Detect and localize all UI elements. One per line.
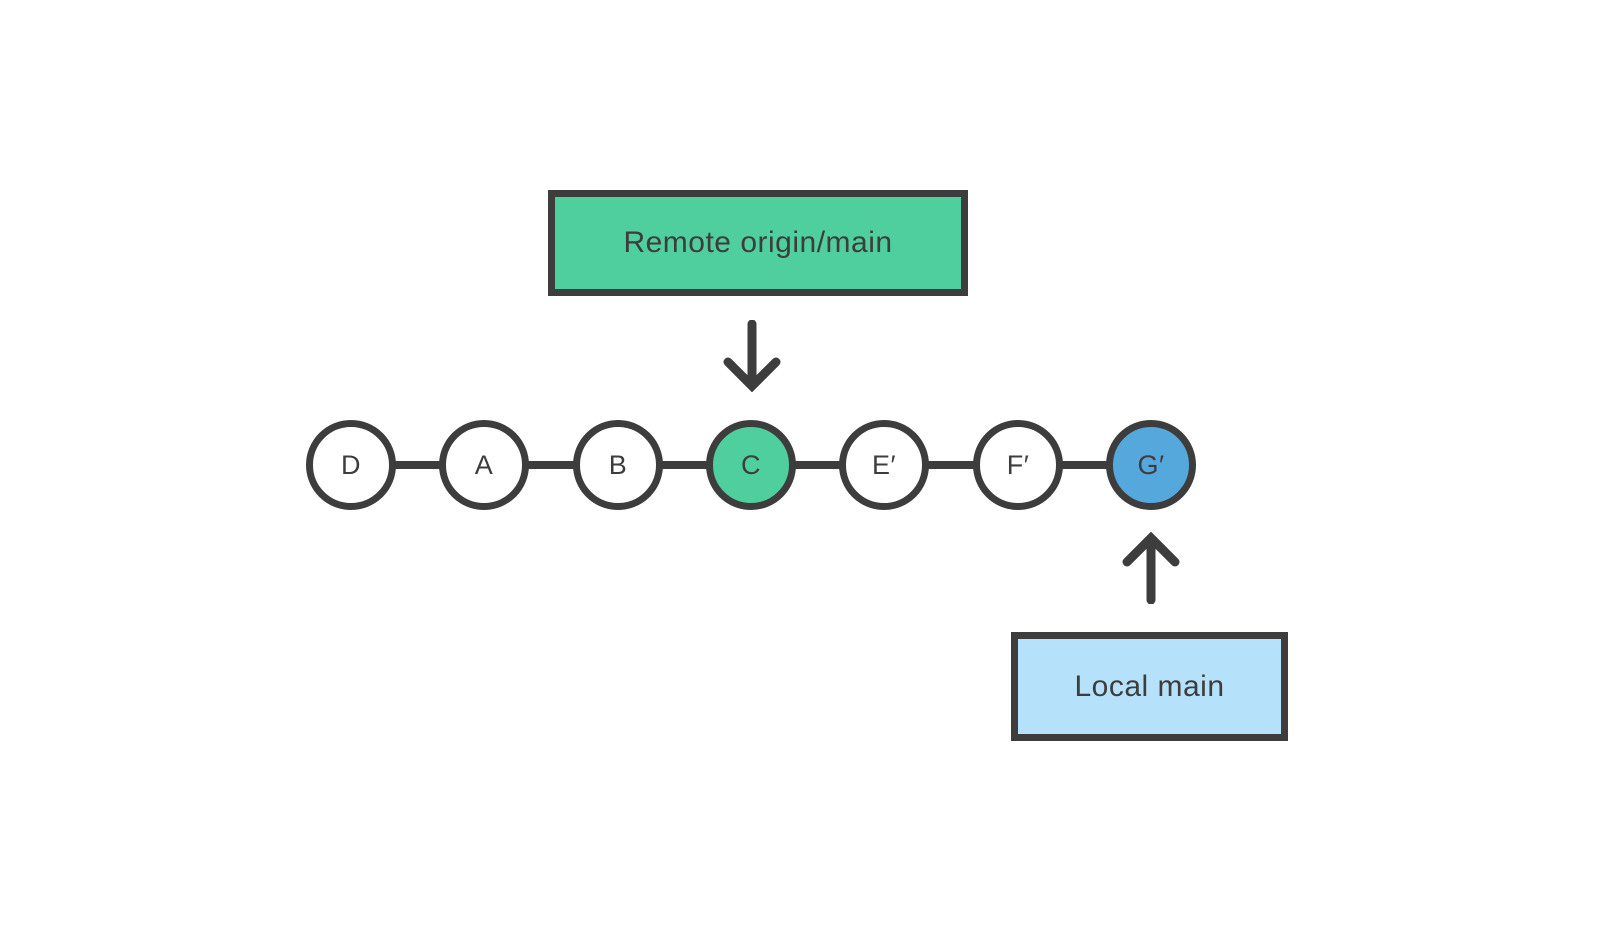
commit-label: D (341, 449, 361, 480)
commit-node-e-prime: E′ (839, 420, 929, 510)
commit-node-f-prime: F′ (973, 420, 1063, 510)
commit-node-c: C (706, 420, 796, 510)
remote-branch-box: Remote origin/main (548, 190, 968, 296)
commit-node-a: A (439, 420, 529, 510)
commit-label: B (608, 449, 628, 480)
arrow-down-icon (723, 320, 781, 392)
arrow-up-icon (1122, 532, 1180, 604)
commit-label: F′ (1006, 449, 1030, 480)
local-branch-box: Local main (1011, 632, 1288, 741)
commit-label: C (741, 449, 761, 480)
commit-node-d: D (306, 420, 396, 510)
commit-node-g-prime: G′ (1106, 420, 1196, 510)
commit-label: A (474, 449, 494, 480)
commit-label: E′ (871, 449, 897, 480)
commit-label: G′ (1137, 449, 1165, 480)
local-branch-label: Local main (1074, 669, 1225, 703)
commit-node-b: B (573, 420, 663, 510)
remote-branch-label: Remote origin/main (623, 226, 893, 259)
